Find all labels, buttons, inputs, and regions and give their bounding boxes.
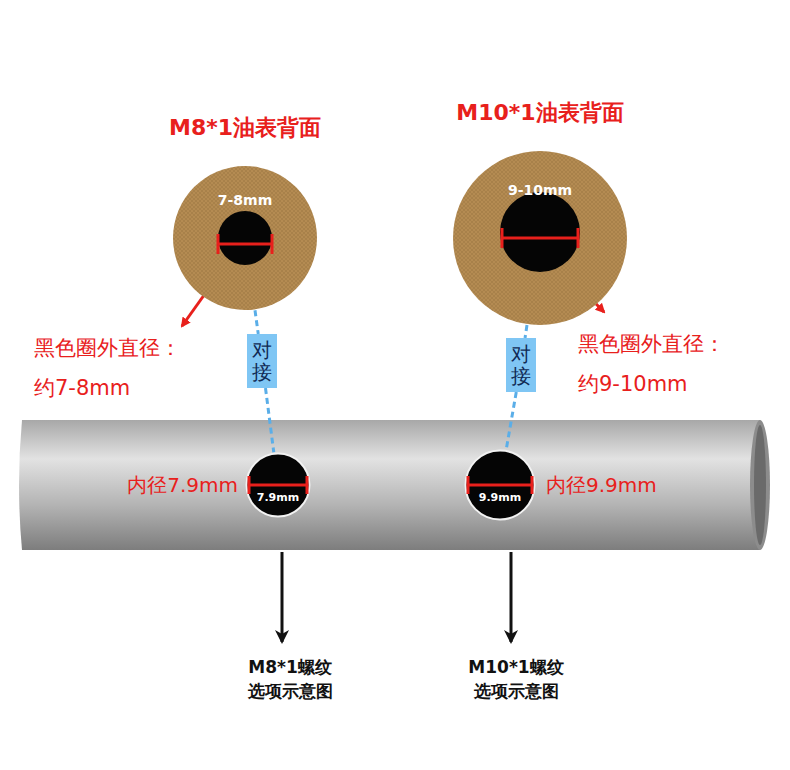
diameter-text: 7-8mm: [218, 192, 272, 208]
gauge-disc: [173, 166, 317, 310]
pointer-arrow: [510, 552, 513, 642]
callout-text: 黑色圈外直径：: [34, 334, 181, 362]
gauge-shape: [172, 165, 318, 311]
dashed-connector: [525, 325, 527, 338]
gauge-back: M10*1油表背面9-10mm: [452, 150, 628, 326]
hole-size: 7.9mm: [257, 491, 299, 504]
callout-text: 约7-8mm: [34, 374, 130, 402]
hole-shape: [245, 452, 311, 518]
join-text: 对接: [511, 343, 531, 387]
option-caption: M10*1螺纹 选项示意图: [441, 656, 591, 704]
dimension-tick: [501, 228, 504, 248]
gauge-title: M8*1油表背面: [169, 113, 321, 143]
dimension-tick: [271, 234, 274, 254]
callout-text: 黑色圈外直径：: [578, 330, 725, 358]
dimension-tick: [248, 476, 251, 494]
pipe: [19, 420, 770, 550]
gauge-disc: [453, 151, 627, 325]
join-text: 对接: [252, 339, 272, 383]
gauge-back: M8*1油表背面7-8mm: [172, 165, 318, 311]
gauge-title: M10*1油表背面: [456, 98, 623, 128]
pipe-hole: 9.9mm: [464, 449, 536, 521]
dimension-tick: [217, 234, 220, 254]
dimension-bar: [218, 243, 272, 246]
callout-text: 约9-10mm: [578, 370, 688, 398]
hole-disc: [466, 451, 535, 520]
hole-size: 9.9mm: [479, 491, 521, 504]
pipe-hole: 7.9mm: [245, 452, 311, 518]
option-caption: M8*1螺纹 选项示意图: [220, 656, 360, 704]
dimension-tick: [531, 476, 534, 494]
dashed-connector: [265, 388, 273, 452]
dashed-connector: [506, 392, 516, 450]
black-ring: [218, 211, 272, 265]
dimension-tick: [306, 476, 309, 494]
inner-diameter: 内径9.9mm: [546, 472, 657, 499]
inner-diameter: 内径7.9mm: [127, 472, 238, 499]
join-tag: 对接: [247, 334, 277, 388]
dimension-tick: [467, 476, 470, 494]
black-ring: [500, 192, 580, 272]
pointer-arrow: [281, 552, 284, 642]
join-tag: 对接: [506, 338, 536, 392]
hole-disc: [247, 454, 310, 517]
dimension-bar: [249, 484, 307, 487]
dashed-connector: [255, 310, 258, 334]
diameter-text: 9-10mm: [508, 182, 572, 198]
dimension-tick: [577, 228, 580, 248]
dimension-bar: [502, 237, 578, 240]
dimension-bar: [468, 484, 532, 487]
gauge-shape: [452, 150, 628, 326]
hole-shape: [464, 449, 536, 521]
